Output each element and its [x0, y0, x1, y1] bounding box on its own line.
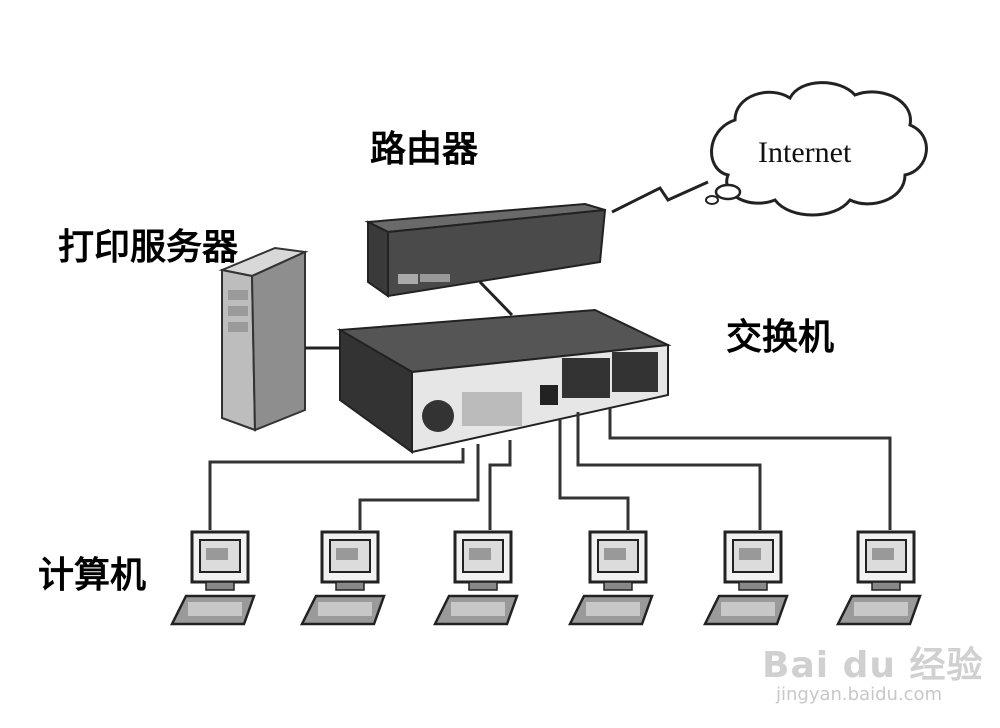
wireless-link: [611, 180, 709, 214]
baidu-watermark: Bai du 经验: [762, 645, 984, 686]
cloud-label: Internet: [758, 136, 852, 169]
router-label: 路由器: [370, 129, 479, 170]
computer-6: [835, 530, 922, 626]
computer-3: [432, 530, 519, 626]
router-device: [364, 202, 607, 298]
router-switch-link: [478, 280, 514, 317]
computer-1: [169, 530, 256, 626]
baidu-url: jingyan.baidu.com: [776, 684, 943, 705]
computer-4: [567, 530, 654, 626]
print-server-device: [218, 246, 309, 432]
computers-group: [169, 530, 922, 626]
print-server-label: 打印服务器: [58, 227, 239, 268]
switch-label: 交换机: [726, 317, 835, 358]
computers-label: 计算机: [38, 555, 147, 596]
computer-5: [702, 530, 789, 626]
computer-cables: [208, 408, 892, 530]
switch-device: [336, 308, 672, 454]
internet-cloud: Internet: [705, 81, 928, 217]
computer-2: [299, 530, 386, 626]
